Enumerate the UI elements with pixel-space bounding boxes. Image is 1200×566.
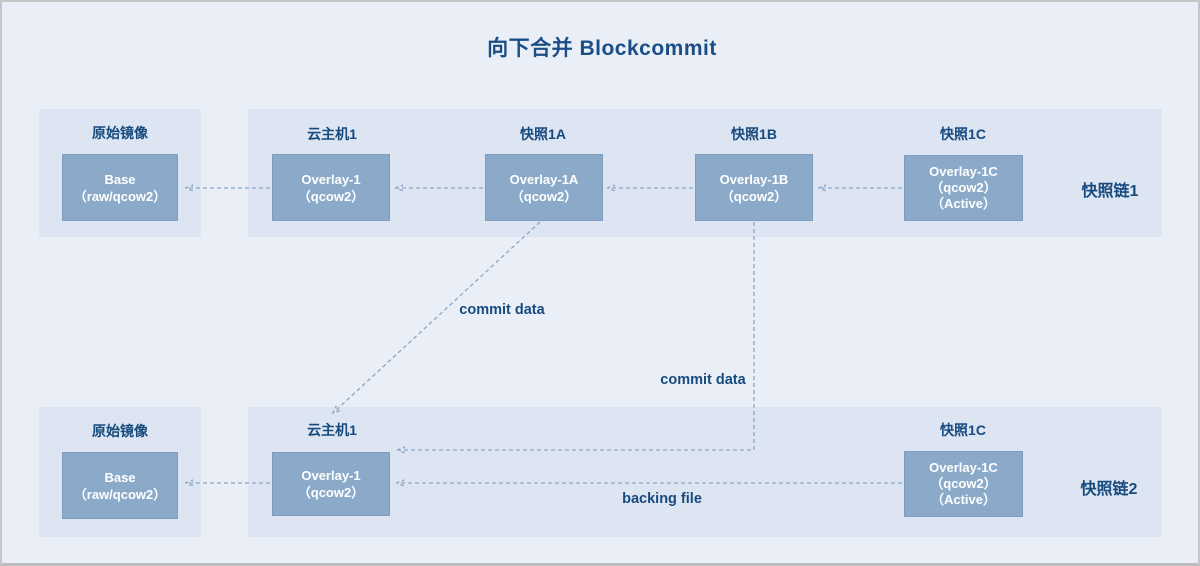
node-line: （qcow2） (930, 180, 997, 195)
chain1-base-node: Base （raw/qcow2） (62, 154, 178, 221)
node-line: Overlay-1C (929, 460, 998, 475)
chain1-overlay1b-node: Overlay-1B （qcow2） (695, 154, 813, 221)
node-line: （qcow2） (297, 485, 365, 500)
node-line: Overlay-1B (719, 171, 789, 187)
chain1-label: 快照链1 (1081, 183, 1139, 200)
chain1-overlay1-node: Overlay-1 （qcow2） (272, 154, 390, 221)
node-line: （qcow2） (510, 188, 578, 204)
chain2-node1-title: 快照1C (940, 422, 986, 438)
node-line: Overlay-1 (301, 468, 361, 483)
chain1-overlay1c-node: Overlay-1C （qcow2） （Active） (904, 155, 1023, 221)
diagram-title: 向下合并 Blockcommit (487, 37, 717, 60)
chain2-overlay1-node: Overlay-1 （qcow2） (272, 452, 390, 516)
node-line: （raw/qcow2） (73, 188, 167, 204)
chain1-node2-title: 快照1B (731, 126, 777, 142)
node-line: Overlay-1 (301, 171, 361, 187)
chain1-node1-title: 快照1A (520, 126, 566, 142)
chain1-origin-panel-title: 原始镜像 (92, 125, 148, 141)
chain2-node0-title: 云主机1 (307, 422, 357, 438)
chain2-overlay1c-node: Overlay-1C （qcow2） （Active） (904, 451, 1023, 517)
node-line: （qcow2） (720, 188, 788, 204)
chain2-origin-panel-title: 原始镜像 (92, 423, 148, 439)
chain2-base-node: Base （raw/qcow2） (62, 452, 178, 519)
backing-file-label: backing file (622, 491, 702, 507)
node-line: Base (104, 469, 136, 485)
node-line: （Active） (930, 492, 997, 507)
node-line: Overlay-1A (509, 171, 579, 187)
chain2-label: 快照链2 (1080, 481, 1138, 498)
node-line: Overlay-1C (929, 164, 998, 179)
commit-data-label-bottom: commit data (660, 372, 746, 388)
node-line: Base (104, 171, 136, 187)
node-line: （raw/qcow2） (73, 486, 167, 502)
node-line: （qcow2） (297, 188, 365, 204)
node-line: （Active） (930, 196, 997, 211)
chain1-node3-title: 快照1C (940, 126, 986, 142)
chain1-node0-title: 云主机1 (307, 126, 357, 142)
commit-data-label-top: commit data (459, 302, 545, 318)
node-line: （qcow2） (930, 476, 997, 491)
chain1-overlay1a-node: Overlay-1A （qcow2） (485, 154, 603, 221)
